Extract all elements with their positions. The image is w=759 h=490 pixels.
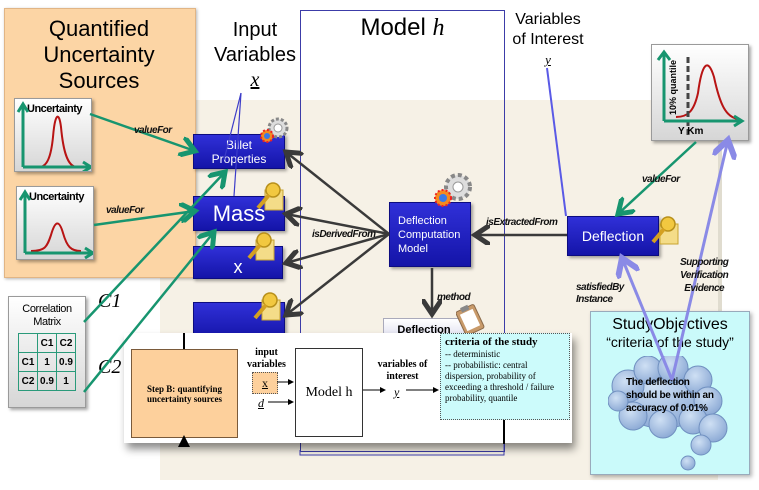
table-cell: C2 <box>56 333 76 353</box>
doc-input-line1: input <box>255 347 278 358</box>
input-variables-title: Input Variables x <box>200 18 310 93</box>
supporting-line3: Evidence <box>684 283 725 294</box>
value-for-label: valueFor <box>134 125 172 136</box>
study-objectives-title: StudyObjectives <box>612 316 728 333</box>
doc-voi-line2: interest <box>386 371 419 382</box>
table-row: C2 0.9 1 <box>18 371 76 391</box>
satisfied-by-label: satisfiedBy Instance <box>576 282 624 306</box>
voi-symbol: y <box>545 52 551 67</box>
key-icon <box>247 232 275 261</box>
criteria-line2: -- probabilistic: central dispersion, pr… <box>445 360 554 403</box>
quantile-card[interactable]: 10% quantile Y Km <box>651 44 749 141</box>
key-icon <box>256 182 284 211</box>
input-variables-symbol: x <box>250 69 260 91</box>
doc-input-line2: variables <box>247 359 286 370</box>
table-row: C1 C2 <box>18 333 76 353</box>
key-icon <box>651 216 679 245</box>
table-row: C1 1 0.9 <box>18 352 76 372</box>
table-cell: C1 <box>18 352 38 372</box>
correlation-title-line1: Correlation <box>22 303 72 315</box>
voi-line1: Variables <box>515 11 581 28</box>
criteria-title: criteria of the study <box>445 336 538 348</box>
voi-line2: of Interest <box>512 31 584 48</box>
deflection-label: Deflection <box>581 228 645 244</box>
uncertainty-card[interactable]: Uncertainty <box>16 186 94 260</box>
variables-of-interest-title: Variables of Interest y <box>508 10 588 70</box>
uncertainty-label: Uncertainty <box>27 103 83 115</box>
criteria-box: criteria of the study -- deterministic -… <box>440 333 570 420</box>
model-line3: Model <box>398 242 428 255</box>
gear-icon <box>260 117 289 143</box>
supporting-evidence-label: Supporting Verification Evidence <box>680 256 729 295</box>
c1-label: C1 <box>98 290 122 312</box>
table-cell: 0.9 <box>56 352 76 372</box>
satisfied-by-line1: satisfiedBy <box>576 282 624 293</box>
uncertainty-label: Uncertainty <box>29 191 85 203</box>
criteria-line1: -- deterministic <box>445 349 501 359</box>
model-line1: Deflection <box>398 214 447 227</box>
ellipsis-label: ... <box>233 323 245 339</box>
table-cell: 1 <box>37 352 57 372</box>
table-cell: 0.9 <box>37 371 57 391</box>
c2-label: C2 <box>98 356 122 378</box>
model-title-symbol: h <box>432 15 445 41</box>
study-objective-text: The deflection should be within an accur… <box>626 377 714 414</box>
doc-voi-label: variables of interest <box>370 359 435 383</box>
quantile-distribution-icon <box>656 49 745 137</box>
doc-d-symbol: d <box>258 396 264 410</box>
model-title-label: Model <box>360 14 426 41</box>
satisfied-by-line2: Instance <box>576 294 613 305</box>
correlation-table: C1 C2 C1 1 0.9 C2 0.9 1 <box>18 333 76 391</box>
value-for-label: valueFor <box>642 174 680 185</box>
correlation-title-line2: Matrix <box>33 316 61 328</box>
value-for-label: valueFor <box>106 205 144 216</box>
billet-label-line1: Billet <box>225 137 252 152</box>
correlation-matrix-card[interactable]: Correlation Matrix C1 C2 C1 1 0.9 C2 0.9… <box>8 296 86 408</box>
doc-voi-line1: variables of <box>377 359 428 370</box>
deflection-computation-model-box[interactable]: Deflection Computation Model <box>389 202 471 267</box>
table-cell <box>18 333 38 353</box>
input-variables-label: Input Variables <box>214 19 296 66</box>
method-label: method <box>437 292 471 303</box>
distribution-curve-icon <box>16 101 91 171</box>
distribution-curve-icon <box>18 189 93 259</box>
table-cell: C2 <box>18 371 38 391</box>
doc-x-symbol: x <box>252 372 278 394</box>
key-icon <box>253 292 281 321</box>
gear-icon <box>434 173 472 207</box>
supporting-line1: Supporting <box>680 257 729 268</box>
quantile-x-label: Y Km <box>678 126 704 137</box>
clipboard-icon <box>456 304 485 336</box>
step-b-box: Step B: quantifying uncertainty sources <box>131 349 238 438</box>
quantified-uncertainty-title: Quantified Uncertainty Sources <box>43 16 155 93</box>
doc-model-h-box: Model h <box>295 348 363 437</box>
doc-y-symbol: y <box>394 385 400 399</box>
correlation-matrix-title: Correlation Matrix <box>9 303 85 329</box>
billet-label-line2: Properties <box>211 151 267 166</box>
doc-input-variables-label: input variables <box>244 347 289 371</box>
uncertainty-card[interactable]: Uncertainty <box>14 98 92 172</box>
supporting-line2: Verification <box>680 270 729 281</box>
x-label: x <box>233 257 243 277</box>
is-extracted-from-label: isExtractedFrom <box>486 217 558 228</box>
is-derived-from-label: isDerivedFrom <box>312 229 376 240</box>
table-cell: C1 <box>37 333 57 353</box>
model-h-title: Model h <box>300 14 505 42</box>
quantile-axis-label: 10% quantile <box>668 59 678 115</box>
table-cell: 1 <box>56 371 76 391</box>
study-objectives-subtitle: “criteria of the study” <box>606 334 734 350</box>
model-line2: Computation <box>398 228 461 241</box>
deflection-output-box[interactable]: Deflection <box>567 216 659 256</box>
